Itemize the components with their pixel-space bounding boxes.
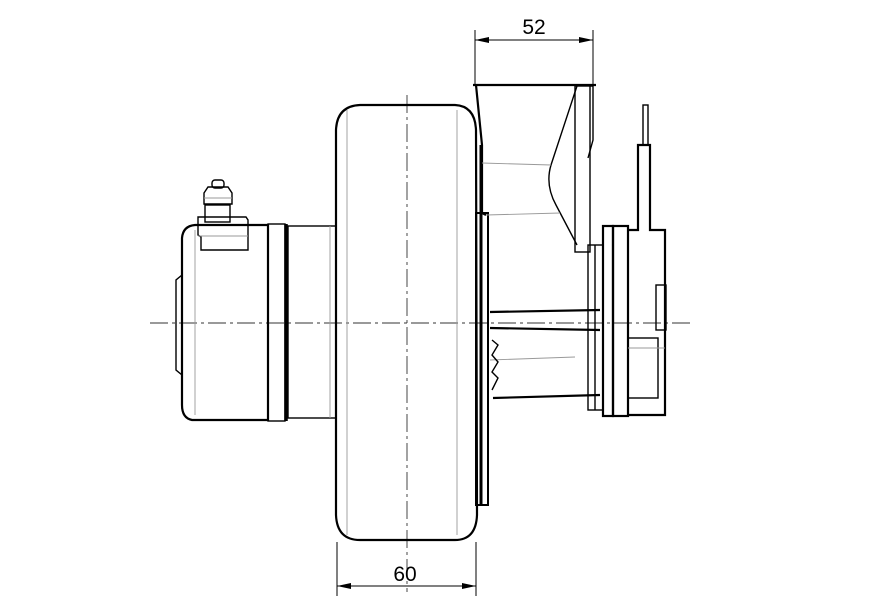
connector (197, 179, 249, 251)
shaft-housing (489, 244, 604, 411)
dimension-label-52: 52 (522, 16, 545, 39)
gear-motor (601, 104, 667, 418)
motor (175, 223, 337, 422)
wheel (334, 103, 479, 542)
dimension-label-60: 60 (393, 563, 416, 586)
funnel (473, 83, 596, 253)
dimension-bottom: 60 (336, 542, 477, 596)
centerlines (150, 95, 692, 592)
dimension-top: 52 (474, 16, 594, 84)
